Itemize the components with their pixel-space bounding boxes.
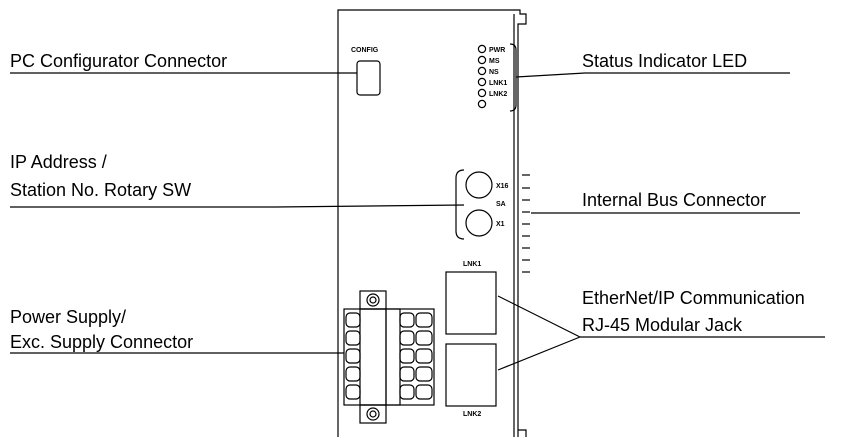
led-label-lnk1: LNK1 — [489, 80, 507, 87]
rotary-switch-x16 — [465, 171, 493, 199]
callout-ip-address-2: Station No. Rotary SW — [10, 180, 191, 200]
leader-ethernet-1 — [497, 295, 581, 338]
module-bottom-tab — [518, 429, 527, 437]
rotary-label-sa: SA — [496, 201, 506, 208]
led-pwr — [477, 44, 487, 54]
jack-label-lnk2: LNK2 — [463, 411, 481, 418]
led-label-ms: MS — [489, 58, 500, 65]
callout-ip-address-1: IP Address / — [10, 152, 107, 172]
power-terminal-block — [343, 290, 435, 424]
led-ms — [477, 55, 487, 65]
leader-status-led — [515, 72, 790, 78]
module-housing — [337, 9, 527, 437]
callout-internal-bus: Internal Bus Connector — [582, 190, 766, 210]
led-bracket — [509, 43, 517, 112]
led-lnk1 — [477, 77, 487, 87]
led-label-lnk2: LNK2 — [489, 91, 507, 98]
led-ns — [477, 66, 487, 76]
led-label-pwr: PWR — [489, 47, 505, 54]
leader-ethernet-2 — [497, 336, 581, 371]
rj45-jack-lnk1 — [445, 271, 497, 335]
led-label-ns: NS — [489, 69, 499, 76]
jack-label-lnk1: LNK1 — [463, 261, 481, 268]
callout-pc-configurator: PC Configurator Connector — [10, 51, 227, 71]
leader-ip-address — [10, 204, 465, 208]
callout-power-2: Exc. Supply Connector — [10, 332, 193, 352]
callout-power-1: Power Supply/ — [10, 307, 126, 327]
config-label: CONFIG — [351, 47, 379, 54]
internal-bus-pins — [522, 174, 530, 273]
callout-ethernet-1: EtherNet/IP Communication — [582, 288, 805, 308]
callout-status-led: Status Indicator LED — [582, 51, 747, 71]
callout-ethernet-2: RJ-45 Modular Jack — [582, 315, 743, 335]
led-lnk2 — [477, 88, 487, 98]
rj45-jack-lnk2 — [445, 343, 497, 407]
rotary-switch-x1 — [465, 209, 493, 237]
rotary-label-x1: X1 — [496, 221, 505, 228]
led-spare — [477, 99, 487, 109]
config-connector — [356, 60, 381, 96]
rotary-label-x16: X16 — [496, 183, 509, 190]
